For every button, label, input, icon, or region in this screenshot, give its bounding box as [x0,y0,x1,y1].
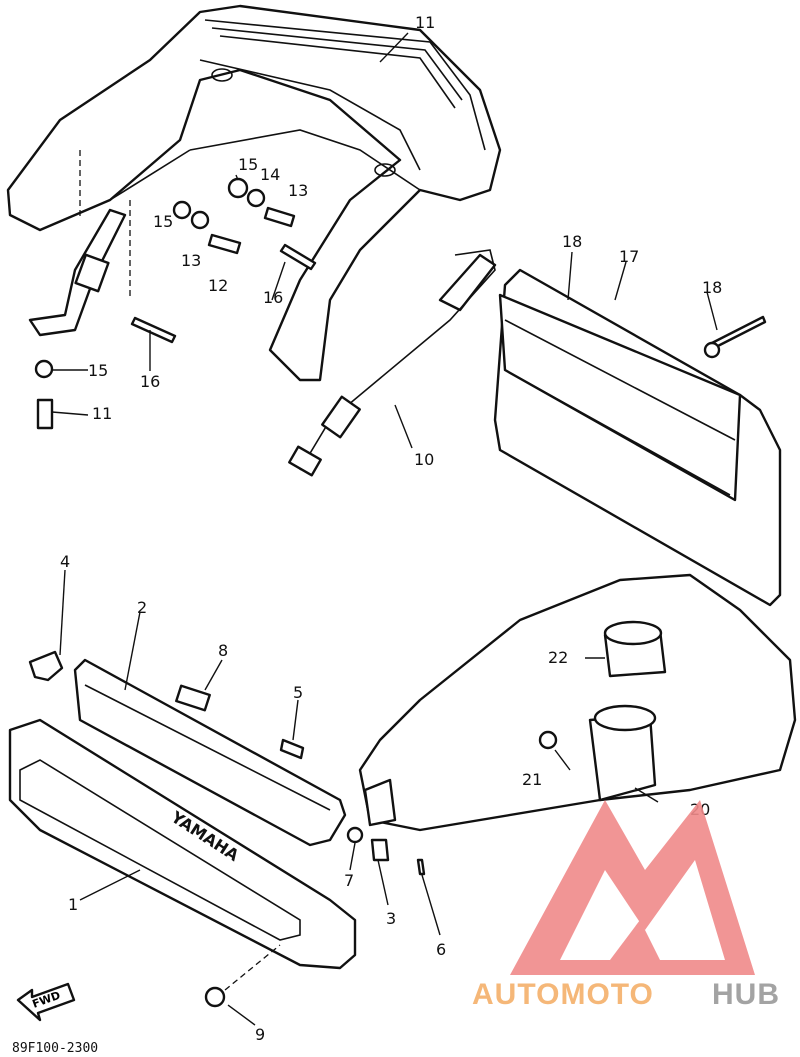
callout-18: 18 [702,278,722,297]
callout-13b: 12 [208,276,228,295]
callout-2: 2 [137,598,147,617]
callout-15c: 15 [88,361,108,380]
callout-7: 7 [344,871,354,890]
callout-11: 11 [415,13,435,32]
callout-21: 21 [522,770,542,789]
automotohub-watermark: AUTOMOTO HUB [472,800,780,1011]
callout-1: 1 [68,895,78,914]
fuel-tank [358,573,797,832]
mudflap [493,268,782,607]
callout-8: 8 [218,641,228,660]
callout-16a: 16 [263,288,283,307]
watermark-logo-mark [510,800,755,975]
callout-17: 17 [619,247,639,266]
callout-4: 4 [60,552,70,571]
fasteners [34,177,317,430]
callout-5: 5 [293,683,303,702]
callout-22: 22 [548,648,568,667]
watermark-automoto: AUTOMOTO [472,978,654,1011]
callout-15b: 15 [153,212,173,231]
callout-14a: 14 [260,165,280,184]
fwd-arrow: FWD [16,982,76,1022]
callouts: 11 15 14 13 15 13 12 16 15 16 11 10 18 1… [60,13,722,1044]
watermark-hub: HUB [712,978,780,1011]
callout-14b: 13 [181,251,201,270]
callout-12: 11 [92,404,112,423]
small-parts [28,650,426,1008]
grab-handle [288,249,497,477]
callout-15a: 15 [238,155,258,174]
rear-carrier [6,4,502,382]
leader-lines [51,32,718,1026]
callout-19: 18 [562,232,582,251]
callout-9: 9 [255,1025,265,1044]
stay-bracket [73,658,347,847]
callout-10: 10 [414,450,434,469]
left-bracket [28,208,127,337]
callout-6: 6 [436,940,446,959]
callout-3: 3 [386,909,396,928]
callout-16b: 16 [140,372,160,391]
callout-13a: 13 [288,181,308,200]
diagram-code: 89F100-2300 [12,1041,98,1056]
